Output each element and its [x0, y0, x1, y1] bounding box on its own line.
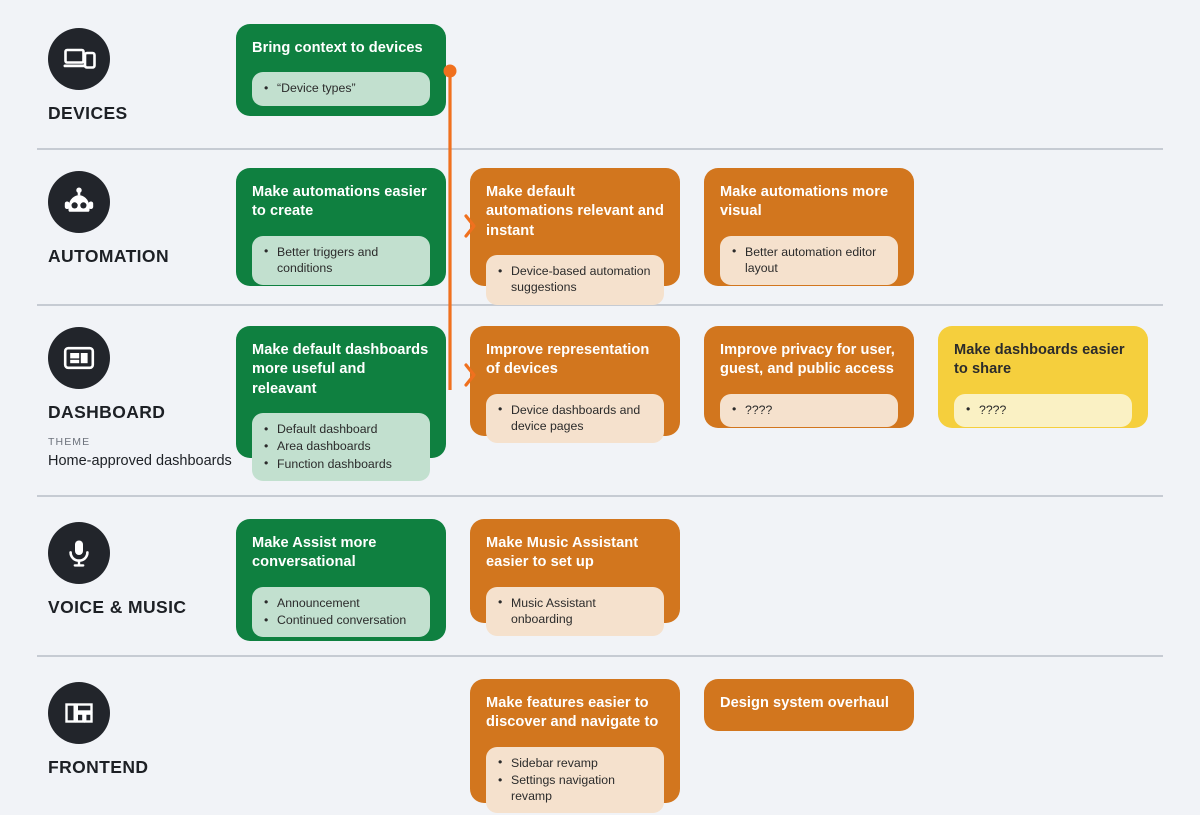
card-item: Default dashboard	[264, 421, 418, 437]
roadmap-card[interactable]: Improve privacy for user, guest, and pub…	[704, 326, 914, 428]
card-items: Better automation editor layout	[720, 235, 898, 286]
roadmap-card[interactable]: Make default automations relevant and in…	[470, 168, 680, 305]
row-separator	[37, 655, 1163, 657]
card-title: Make automations more visual	[720, 184, 889, 220]
category-label: VOICE & MUSIC	[48, 597, 187, 617]
roadmap-card[interactable]: Make default dashboards more useful and …	[236, 326, 446, 481]
card-item: Better automation editor layout	[732, 243, 886, 276]
roadmap-card[interactable]: Make Assist more conversational Announce…	[236, 519, 446, 641]
card-items: ????	[720, 393, 898, 428]
roadmap-card[interactable]: Make Music Assistant easier to set up Mu…	[470, 519, 680, 637]
devices-icon	[48, 28, 110, 90]
category-label: DASHBOARD	[48, 402, 166, 422]
card-item: Function dashboards	[264, 455, 418, 472]
category-devices: DEVICES	[48, 28, 233, 124]
category-label: AUTOMATION	[48, 246, 169, 266]
card-item: Device dashboards and device pages	[498, 401, 652, 434]
theme-label: THEME	[48, 436, 91, 448]
card-item: Announcement	[264, 594, 418, 611]
card-item: Music Assistant onboarding	[498, 594, 652, 627]
card-title: Design system overhaul	[720, 695, 889, 711]
card-title: Bring context to devices	[252, 40, 423, 56]
card-item: “Device types”	[264, 80, 418, 96]
card-title: Improve privacy for user, guest, and pub…	[720, 342, 895, 378]
card-title: Make dashboards easier to share	[954, 342, 1125, 378]
card-item: Better triggers and conditions	[264, 243, 418, 276]
dashboard-icon	[48, 327, 110, 389]
card-item: Sidebar revamp	[498, 754, 652, 771]
row-separator	[37, 148, 1163, 150]
category-label: DEVICES	[48, 103, 128, 123]
card-item: Continued conversation	[264, 612, 418, 628]
card-title: Make default automations relevant and in…	[486, 184, 664, 239]
card-title: Make features easier to discover and nav…	[486, 695, 659, 731]
card-items: Device-based automation suggestions	[486, 255, 664, 305]
category-automation: AUTOMATION	[48, 171, 233, 267]
card-items: “Device types”	[252, 72, 430, 106]
robot-icon	[48, 171, 110, 233]
category-voice-music: VOICE & MUSIC	[48, 522, 233, 618]
roadmap-card[interactable]: Design system overhaul	[704, 679, 914, 731]
category-frontend: FRONTEND	[48, 682, 233, 778]
row-separator	[37, 495, 1163, 497]
category-theme: THEME Home-approved dashboards	[48, 436, 233, 471]
row-separator	[37, 304, 1163, 306]
card-items: ????	[954, 393, 1132, 428]
card-items: Better triggers and conditions	[252, 235, 430, 286]
roadmap-card[interactable]: Make features easier to discover and nav…	[470, 679, 680, 814]
card-item: Area dashboards	[264, 438, 418, 454]
theme-text: Home-approved dashboards	[48, 453, 232, 469]
card-items: Music Assistant onboarding	[486, 586, 664, 637]
card-items: Default dashboard Area dashboards Functi…	[252, 413, 430, 481]
card-title: Make default dashboards more useful and …	[252, 342, 429, 397]
card-items: Sidebar revamp Settings navigation revam…	[486, 746, 664, 814]
roadmap-card[interactable]: Improve representation of devices Device…	[470, 326, 680, 444]
roadmap-card[interactable]: Make dashboards easier to share ????	[938, 326, 1148, 428]
category-dashboard: DASHBOARD THEME Home-approved dashboards	[48, 327, 233, 471]
layout-icon	[48, 682, 110, 744]
microphone-icon	[48, 522, 110, 584]
card-items: Announcement Continued conversation	[252, 586, 430, 638]
card-items: Device dashboards and device pages	[486, 393, 664, 444]
card-title: Make automations easier to create	[252, 184, 427, 220]
category-label: FRONTEND	[48, 757, 149, 777]
card-item: Settings navigation revamp	[498, 772, 652, 804]
card-title: Make Assist more conversational	[252, 535, 377, 571]
card-item: ????	[732, 401, 886, 418]
card-title: Improve representation of devices	[486, 342, 650, 378]
roadmap-card[interactable]: Bring context to devices “Device types”	[236, 24, 446, 116]
roadmap-card[interactable]: Make automations easier to create Better…	[236, 168, 446, 286]
card-item: Device-based automation suggestions	[498, 263, 652, 295]
card-item: ????	[966, 401, 1120, 418]
card-title: Make Music Assistant easier to set up	[486, 535, 639, 571]
roadmap-card[interactable]: Make automations more visual Better auto…	[704, 168, 914, 286]
